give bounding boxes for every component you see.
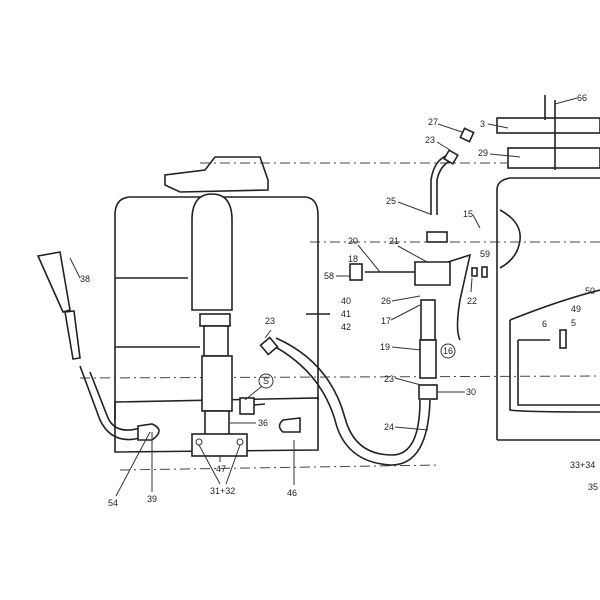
label-25: 25 xyxy=(386,196,396,206)
label-15: 15 xyxy=(463,209,473,219)
label-6: 6 xyxy=(542,319,547,329)
label-35: 35 xyxy=(588,482,598,492)
label-42: 42 xyxy=(341,322,351,332)
label-17: 17 xyxy=(381,316,391,326)
label-s: S xyxy=(263,376,269,386)
tank-right xyxy=(496,95,600,441)
label-38: 38 xyxy=(80,274,90,284)
label-29: 29 xyxy=(478,148,488,158)
label-18: 18 xyxy=(348,254,358,264)
spray-lance xyxy=(349,127,488,400)
label-20: 20 xyxy=(348,236,358,246)
label-33-34: 33+34 xyxy=(570,460,595,470)
label-23-low: 23 xyxy=(384,374,394,384)
label-16: 16 xyxy=(443,346,453,356)
label-3: 3 xyxy=(480,119,485,129)
label-22: 22 xyxy=(467,296,477,306)
part-labels: 66 3 27 23 29 25 15 20 21 18 59 58 22 26… xyxy=(80,93,598,508)
label-39: 39 xyxy=(147,494,157,504)
hose xyxy=(269,343,431,466)
leader-lines xyxy=(69,97,578,497)
label-30: 30 xyxy=(466,387,476,397)
label-66: 66 xyxy=(577,93,587,103)
label-50: 50 xyxy=(585,286,595,296)
callout-circle-16 xyxy=(440,343,456,359)
label-47: 47 xyxy=(216,464,226,474)
label-46: 46 xyxy=(287,488,297,498)
hose-inner xyxy=(275,337,421,456)
label-36: 36 xyxy=(258,418,268,428)
label-40: 40 xyxy=(341,296,351,306)
label-26: 26 xyxy=(381,296,391,306)
callout-circle-s xyxy=(258,373,274,389)
label-58: 58 xyxy=(324,271,334,281)
label-5: 5 xyxy=(571,318,576,328)
label-41: 41 xyxy=(341,309,351,319)
label-19: 19 xyxy=(380,342,390,352)
label-54: 54 xyxy=(108,498,118,508)
pump-chamber xyxy=(191,193,266,457)
label-49: 49 xyxy=(571,304,581,314)
centerline-low xyxy=(79,375,600,379)
label-27: 27 xyxy=(428,117,438,127)
label-23-top: 23 xyxy=(425,135,435,145)
label-23-mid: 23 xyxy=(265,316,275,326)
label-59: 59 xyxy=(480,249,490,259)
label-31-32: 31+32 xyxy=(210,486,235,496)
centerline-bottom xyxy=(119,464,441,471)
label-24: 24 xyxy=(384,422,394,432)
label-21: 21 xyxy=(389,236,399,246)
